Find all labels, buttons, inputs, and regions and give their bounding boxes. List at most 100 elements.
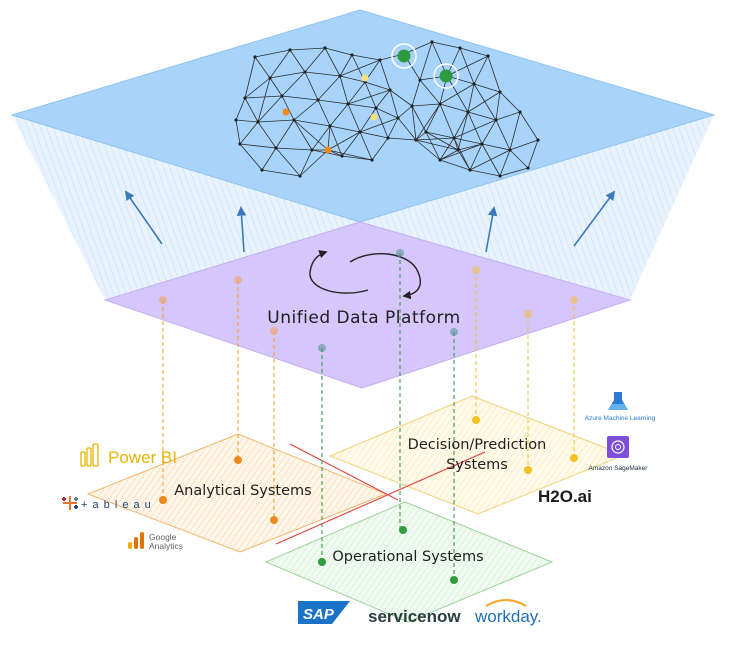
mesh-node: [508, 148, 512, 152]
focus-node-ring: [391, 43, 417, 69]
powerbi-icon: [80, 443, 99, 467]
arrow-up-2: [236, 206, 247, 253]
powerbi-logo: Power BI: [80, 443, 177, 467]
highlight-node: [324, 146, 332, 154]
mesh-node: [480, 142, 484, 146]
mesh-node: [238, 142, 242, 146]
mesh-node: [472, 82, 476, 86]
mesh-node: [456, 148, 460, 152]
decision-systems-label-line1: Decision/Prediction: [408, 437, 547, 453]
mesh-node: [288, 48, 292, 52]
mesh-node: [292, 118, 296, 122]
mesh-node: [256, 120, 260, 124]
mesh-node: [452, 136, 456, 140]
analytical-systems-label: Analytical Systems: [174, 483, 311, 499]
servicenow-logo: servicenow: [368, 607, 461, 626]
mesh-node: [328, 124, 332, 128]
mesh-node: [418, 78, 422, 82]
mesh-node: [430, 40, 434, 44]
connector-lines: [162, 253, 575, 580]
google-analytics-text-2: Analytics: [149, 541, 183, 551]
mesh-node: [410, 104, 414, 108]
tableau-text: + a b l e a u: [81, 499, 152, 511]
network-map-nodes: [234, 40, 540, 178]
mesh-node: [350, 53, 354, 57]
network-map-mesh: [235, 41, 539, 177]
workday-text: workday.: [474, 607, 542, 626]
mesh-node: [268, 76, 272, 80]
focus-node: [397, 49, 411, 63]
sap-icon: [298, 601, 350, 624]
sap-logo: SAP: [298, 601, 350, 624]
mesh-node: [466, 110, 470, 114]
h2o-logo: H2O.ai: [538, 487, 592, 506]
mesh-node: [486, 54, 490, 58]
azure-ml-logo: Azure Machine Learning: [585, 392, 656, 422]
system-dots: [159, 416, 578, 584]
focus-node: [439, 69, 453, 83]
mesh-node: [370, 158, 374, 162]
mesh-node: [346, 102, 350, 106]
sap-text: SAP: [303, 606, 335, 623]
workday-arc-icon: [485, 599, 527, 607]
mesh-node: [458, 46, 462, 50]
mesh-node: [358, 130, 362, 134]
highlight-node: [370, 113, 378, 121]
mesh-node: [494, 118, 498, 122]
mesh-node: [340, 154, 344, 158]
mesh-node: [243, 96, 247, 100]
focus-node-ring: [433, 63, 459, 89]
operational-systems-plane: [264, 501, 554, 623]
mesh-node: [518, 110, 522, 114]
powerbi-text: Power BI: [108, 448, 177, 467]
mesh-node: [316, 98, 320, 102]
google-analytics-icon: [128, 532, 144, 549]
tableau-logo: + a b l e a u: [62, 496, 152, 511]
azure-ml-text: Azure Machine Learning: [585, 415, 656, 422]
mesh-node: [274, 146, 278, 150]
tableau-icon: [62, 496, 78, 510]
sagemaker-logo: Amazon SageMaker: [589, 436, 649, 472]
operational-systems-label: Operational Systems: [332, 549, 483, 565]
sagemaker-icon: [607, 436, 629, 458]
mesh-node: [338, 74, 342, 78]
mesh-node: [374, 106, 378, 110]
frustum-sides: [12, 115, 714, 300]
azure-flask-icon: [608, 392, 628, 410]
upward-arrows: [124, 190, 616, 253]
mesh-node: [498, 174, 502, 178]
mesh-node: [378, 58, 382, 62]
arrow-up-4: [573, 190, 616, 247]
google-analytics-text-1: Google: [149, 532, 177, 542]
mesh-node: [323, 46, 327, 50]
mesh-node: [438, 158, 442, 162]
highlight-node: [361, 74, 369, 82]
mesh-node: [526, 166, 530, 170]
mesh-node: [234, 118, 238, 122]
plane-dividers: [275, 443, 486, 545]
mesh-node: [536, 138, 540, 142]
google-analytics-logo: Google Analytics: [128, 532, 183, 551]
analytical-systems-plane: [86, 433, 388, 553]
arrow-up-1: [124, 190, 163, 245]
mesh-node: [253, 55, 257, 59]
arrow-up-3: [485, 206, 498, 253]
highlight-node: [282, 108, 290, 116]
platform-label: Unified Data Platform: [267, 308, 461, 328]
mesh-node: [303, 70, 307, 74]
unified-data-platform-plane: [103, 221, 632, 389]
mesh-node: [298, 174, 302, 178]
sagemaker-text: Amazon SageMaker: [589, 465, 649, 472]
decision-systems-label-line2: Systems: [446, 457, 508, 473]
mesh-node: [386, 136, 390, 140]
mesh-node: [468, 168, 472, 172]
cycle-arrows-icon: [309, 250, 422, 300]
mesh-node: [414, 138, 418, 142]
mesh-node: [396, 116, 400, 120]
mesh-node: [260, 168, 264, 172]
platform-anchor-dots: [159, 249, 578, 352]
mesh-node: [498, 90, 502, 94]
mesh-node: [310, 148, 314, 152]
mesh-node: [424, 130, 428, 134]
